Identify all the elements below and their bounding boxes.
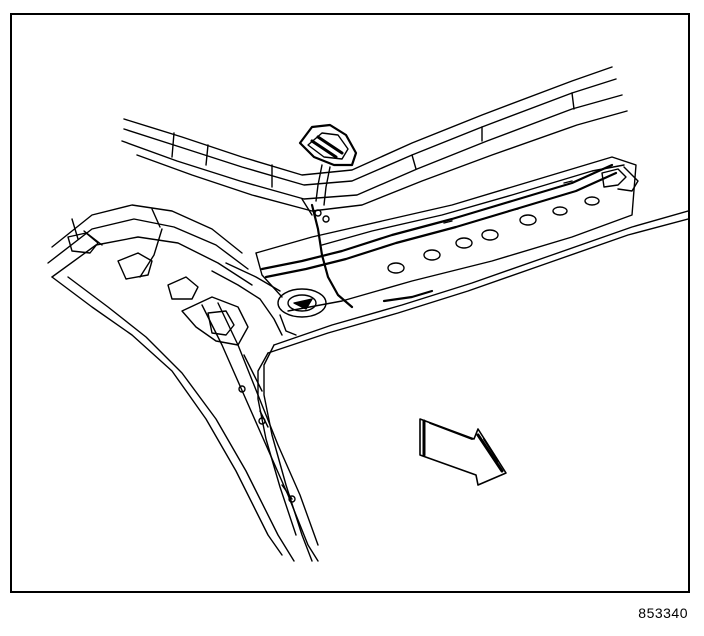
roof-reinforcement-panel	[255, 156, 639, 312]
roof-panel-illustration	[47, 66, 688, 562]
a-pillar	[51, 276, 319, 562]
harness-grommet	[277, 288, 327, 336]
wiring-harness	[260, 163, 618, 309]
roof-side-rail	[121, 66, 628, 216]
front-header	[47, 204, 253, 300]
windshield-opening	[257, 210, 688, 562]
front-direction-arrow	[419, 418, 507, 486]
figure-number: 853340	[638, 605, 688, 621]
dome-lamp-connector	[298, 123, 358, 223]
illustration-frame	[10, 13, 690, 593]
